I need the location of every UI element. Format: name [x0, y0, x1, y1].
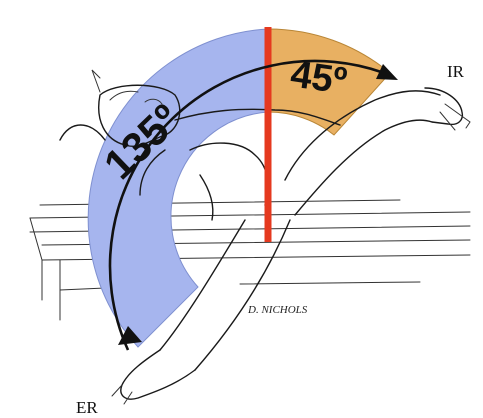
external-rotation-arc-band	[88, 29, 268, 347]
external-rotation-label: ER	[76, 398, 98, 417]
internal-rotation-label: IR	[447, 62, 465, 81]
artist-signature: D. NICHOLS	[247, 304, 308, 316]
internal-rotation-angle-label: 45º	[288, 53, 350, 102]
